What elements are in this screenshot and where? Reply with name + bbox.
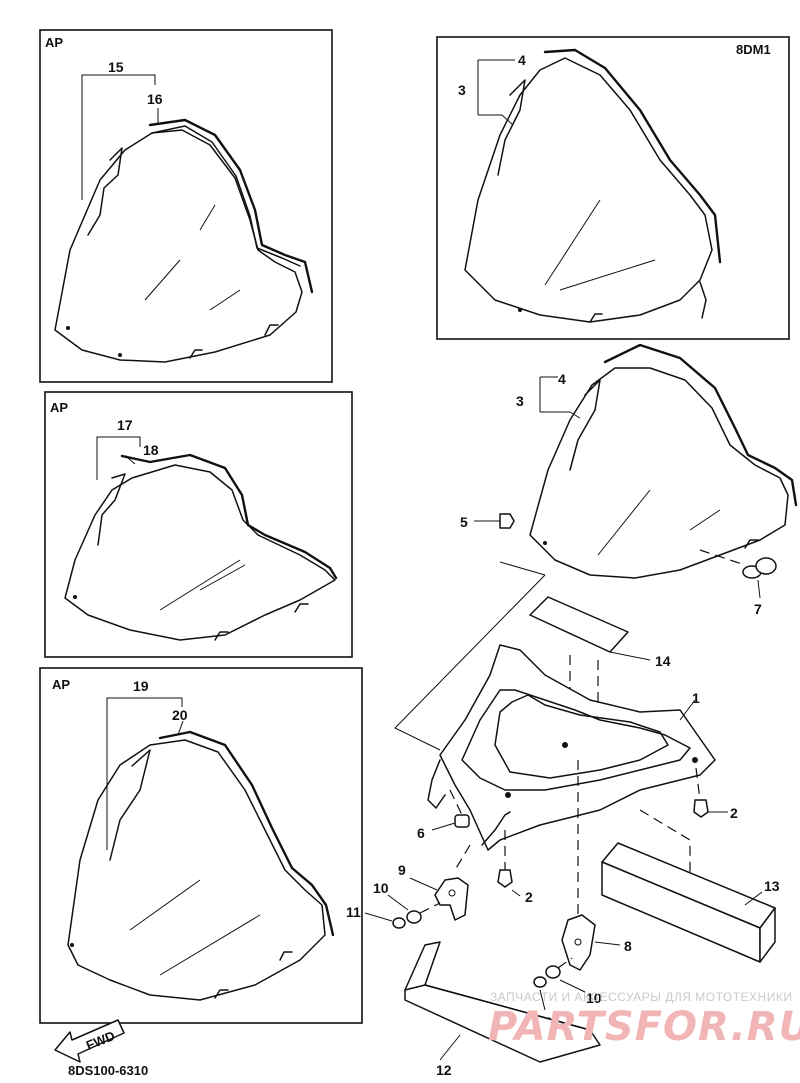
variant-box-17-18: AP 17 18: [44, 391, 353, 658]
callout-17: 17: [117, 417, 133, 433]
callout-7: 7: [754, 601, 762, 617]
callout-9: 9: [398, 862, 406, 878]
callout-16: 16: [147, 91, 163, 107]
callout-4: 4: [518, 52, 526, 68]
callout-3: 3: [458, 82, 466, 98]
bracket-9: 9: [398, 844, 471, 921]
screw-2-center: 2: [497, 830, 533, 905]
callout-12: 12: [436, 1062, 452, 1078]
screw-5: 5: [460, 513, 515, 530]
collar-6: 6: [417, 789, 470, 841]
callout-2: 2: [730, 805, 738, 821]
callout-4: 4: [558, 371, 566, 387]
variant-box-8dm1: 8DM1 4 3: [436, 36, 790, 340]
bracket-8: 8: [561, 760, 632, 971]
pad-14: 14: [529, 596, 671, 669]
callout-6: 6: [417, 825, 425, 841]
callout-1: 1: [692, 690, 700, 706]
callout-13: 13: [764, 878, 780, 894]
callout-11: 11: [346, 904, 361, 920]
screw-2-right: 2: [693, 767, 738, 821]
trim-12: 12: [404, 941, 601, 1078]
foam-block-13: 13: [601, 809, 780, 963]
svg-text:PARTSFOR.RU: PARTSFOR.RU: [488, 1004, 800, 1050]
box-label: AP: [50, 400, 68, 415]
figure-code: 8DS100-6310: [68, 1063, 148, 1078]
callout-20: 20: [172, 707, 188, 723]
windshield-screen: [67, 739, 326, 1001]
watermark: ЗАПЧАСТИ И АКСЕССУАРЫ ДЛЯ МОТОТЕХНИКИ PA…: [488, 990, 800, 1050]
windshield-screen: [529, 367, 789, 579]
box-label: 8DM1: [736, 42, 771, 57]
callout-18: 18: [143, 442, 159, 458]
callout-8: 8: [624, 938, 632, 954]
callout-15: 15: [108, 59, 124, 75]
variant-box-15-16: AP 15 16: [39, 29, 333, 383]
box-label: AP: [52, 677, 70, 692]
callout-14: 14: [655, 653, 671, 669]
windshield-main: 4 3: [516, 343, 798, 579]
svg-text:ЗАПЧАСТИ И АКСЕССУАРЫ ДЛЯ МОТО: ЗАПЧАСТИ И АКСЕССУАРЫ ДЛЯ МОТОТЕХНИКИ: [490, 990, 792, 1004]
callout-10: 10: [586, 990, 602, 1006]
cowl-1: 1: [427, 644, 716, 851]
washer-nut-left: 10 11: [346, 880, 441, 929]
windshield-screen: [54, 129, 303, 363]
windshield-screen: [464, 57, 713, 323]
grommet-7: 7: [699, 549, 777, 617]
callout-3: 3: [516, 393, 524, 409]
callout-19: 19: [133, 678, 149, 694]
windshield-screen: [64, 464, 336, 641]
forward-direction-arrow: FWD: [54, 1019, 125, 1063]
box-label: AP: [45, 35, 63, 50]
callout-2: 2: [525, 889, 533, 905]
callout-5: 5: [460, 514, 468, 530]
callout-10: 10: [373, 880, 389, 896]
svg-text:FWD: FWD: [84, 1028, 117, 1053]
variant-box-19-20: AP 19 20: [39, 667, 363, 1024]
